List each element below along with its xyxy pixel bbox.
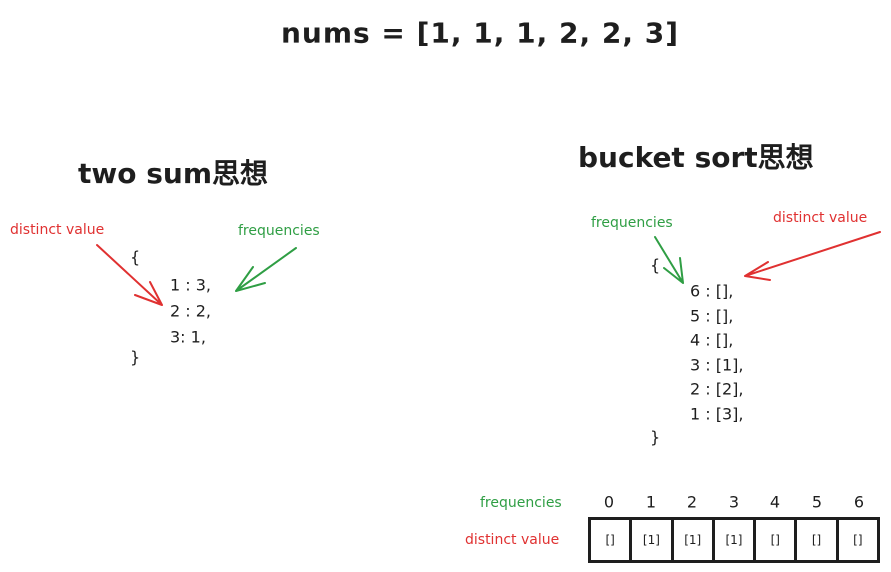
- array-cell: [1]: [632, 520, 674, 560]
- array-index: 1: [645, 492, 657, 512]
- array-cell: [1]: [715, 520, 757, 560]
- nums-title: nums = [1, 1, 1, 2, 2, 3]: [280, 16, 680, 50]
- array-index: 6: [853, 492, 865, 512]
- right-close-brace: }: [650, 427, 661, 447]
- right-open-brace: {: [650, 255, 661, 275]
- left-freq-arrow: [235, 247, 297, 292]
- array-index: 5: [811, 492, 823, 512]
- array-cell: []: [591, 520, 633, 560]
- right-line: 5 : [],: [690, 306, 734, 326]
- left-distinct-arrow: [96, 244, 163, 306]
- left-distinct-label: distinct value: [10, 222, 105, 238]
- left-line: 2 : 2,: [170, 301, 212, 321]
- right-line: 3 : [1],: [690, 355, 744, 375]
- left-line: 3: 1,: [170, 327, 206, 347]
- array-cell: []: [797, 520, 839, 560]
- array-index-label: frequencies: [480, 495, 562, 511]
- left-freq-label: frequencies: [238, 223, 320, 239]
- array-cell: []: [756, 520, 798, 560]
- array-cell: [1]: [674, 520, 715, 560]
- right-distinct-arrow: [744, 231, 881, 281]
- array-index: 2: [686, 492, 698, 512]
- array-values-label: distinct value: [465, 532, 560, 548]
- left-line: 1 : 3,: [170, 275, 212, 295]
- array-index: 0: [603, 492, 615, 512]
- left-open-brace: {: [130, 247, 141, 267]
- two-sum-heading: two sum思想: [78, 157, 269, 190]
- array-cell: []: [853, 533, 863, 547]
- right-freq-label: frequencies: [591, 215, 673, 231]
- bucket-sort-heading: bucket sort思想: [578, 141, 814, 174]
- left-close-brace: }: [130, 347, 141, 367]
- right-line: 4 : [],: [690, 330, 734, 350]
- array-index: 4: [769, 492, 781, 512]
- right-line: 2 : [2],: [690, 379, 744, 399]
- right-line: 6 : [],: [690, 281, 734, 301]
- array-index: 3: [728, 492, 740, 512]
- right-freq-arrow: [654, 236, 684, 284]
- bucket-array: [] [1] [1] [1] [] [] []: [588, 517, 880, 563]
- right-distinct-label: distinct value: [773, 210, 868, 226]
- right-line: 1 : [3],: [690, 404, 744, 424]
